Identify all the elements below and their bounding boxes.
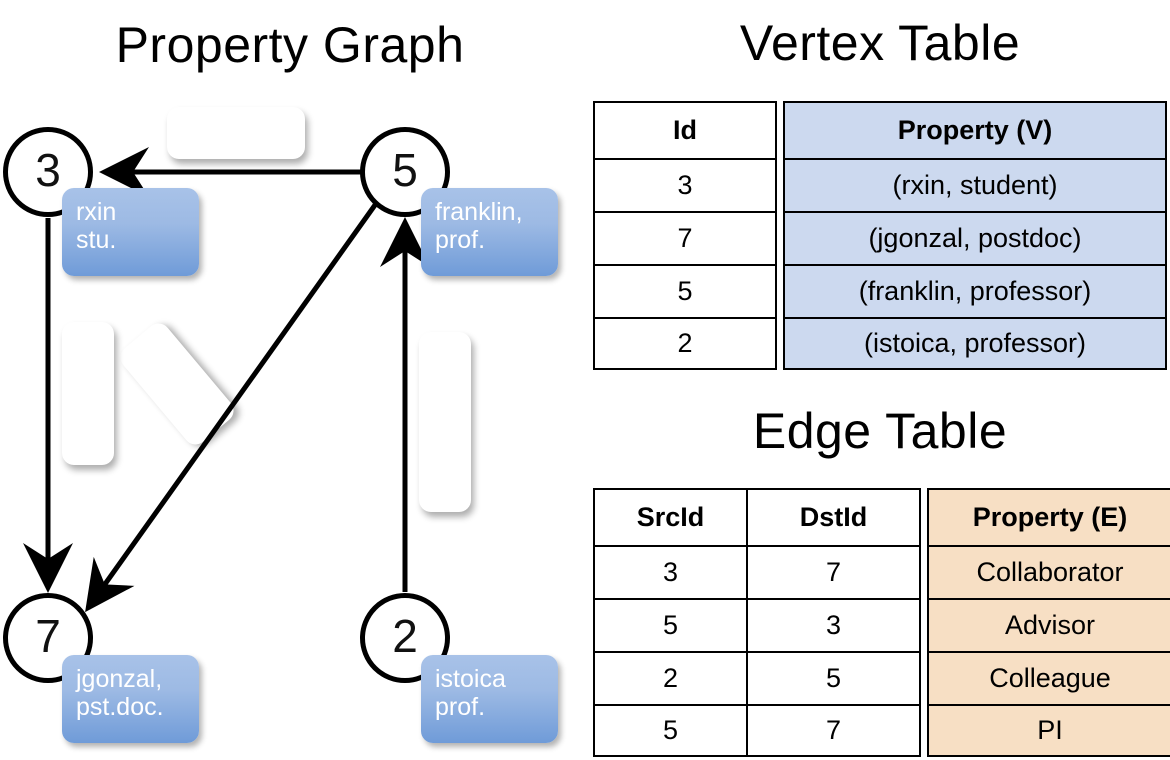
vertex-table-row-3-id: 2: [593, 317, 777, 370]
vertex-table-row-3-property: (istoica, professor): [783, 317, 1167, 370]
edge-table-header-property: Property (E): [927, 488, 1170, 545]
page-title-property-graph: Property Graph: [115, 17, 465, 73]
vertex-property-5-line2: prof.: [435, 226, 486, 254]
edge-table-row-0-dstid: 7: [746, 545, 921, 598]
vertex-property-box-7[interactable]: jgonzal, pst.doc.: [62, 655, 199, 743]
vertex-table-header-id: Id: [593, 101, 777, 158]
vertex-property-5-line1: franklin,: [435, 198, 523, 226]
edge-table-header-srcid: SrcId: [593, 488, 748, 545]
page-title-edge-table: Edge Table: [752, 403, 1008, 459]
vertex-property-2-line2: prof.: [435, 693, 486, 721]
edge-table-row-2-property: Colleague: [927, 651, 1170, 704]
edge-label-collab[interactable]: Collab.: [62, 322, 114, 465]
graph-node-7-label: 7: [35, 610, 61, 662]
vertex-table-row-0-property: (rxin, student): [783, 158, 1167, 211]
vertex-property-7-line2: pst.doc.: [76, 693, 164, 721]
vertex-table-row-1-id: 7: [593, 211, 777, 264]
edge-table-col-srcid: SrcId 3 5 2 5: [593, 488, 748, 757]
edge-table-row-1-dstid: 3: [746, 598, 921, 651]
edge-table-row-2-dstid: 5: [746, 651, 921, 704]
vertex-table-row-2-property: (franklin, professor): [783, 264, 1167, 317]
edge-table-row-3-property: PI: [927, 704, 1170, 757]
edge-table-row-0-srcid: 3: [593, 545, 748, 598]
graph-node-2-label: 2: [392, 610, 418, 662]
graph-node-2[interactable]: 2: [360, 593, 450, 683]
graph-edges-svg: [23, 147, 430, 613]
vertex-property-box-2[interactable]: istoica prof.: [421, 655, 558, 743]
edge-pi-5-to-7: [85, 203, 378, 613]
edge-table-row-1-property: Advisor: [927, 598, 1170, 651]
edge-table-col-property: Property (E) Collaborator Advisor Collea…: [927, 488, 1170, 757]
vertex-table-row-2-id: 5: [593, 264, 777, 317]
vertex-property-2-line1: istoica: [435, 665, 506, 693]
edge-table-col-dstid: DstId 7 3 5 7: [746, 488, 921, 757]
vertex-table-header-property: Property (V): [783, 101, 1167, 158]
vertex-table-row-1-property: (jgonzal, postdoc): [783, 211, 1167, 264]
edge-label-colleague[interactable]: Colleague: [419, 332, 471, 512]
edge-table-row-1-srcid: 5: [593, 598, 748, 651]
edge-table-row-2-srcid: 2: [593, 651, 748, 704]
vertex-property-3-line2: stu.: [76, 226, 117, 254]
edge-table-header-dstid: DstId: [746, 488, 921, 545]
vertex-property-7-line1: jgonzal,: [76, 665, 163, 693]
graph-node-5-label: 5: [392, 144, 418, 196]
property-graph-diagram: 3 5 7 2 rxin stu. franklin, prof. jgonza…: [0, 0, 580, 760]
vertex-property-3-line1: rxin: [76, 198, 117, 226]
edge-label-advisor[interactable]: Advisor: [167, 107, 305, 159]
vertex-property-box-3[interactable]: rxin stu.: [62, 188, 199, 276]
vertex-property-box-5[interactable]: franklin, prof.: [421, 188, 558, 276]
edge-table-row-3-srcid: 5: [593, 704, 748, 757]
vertex-table-row-0-id: 3: [593, 158, 777, 211]
edge-table-row-0-property: Collaborator: [927, 545, 1170, 598]
vertex-table: Id 3 7 5 2 Property (V) (rxin, student) …: [593, 101, 1167, 370]
vertex-table-col-id: Id 3 7 5 2: [593, 101, 777, 370]
vertex-table-col-property: Property (V) (rxin, student) (jgonzal, p…: [783, 101, 1167, 370]
graph-node-5[interactable]: 5: [360, 127, 450, 217]
edge-table: SrcId 3 5 2 5 DstId 7 3 5 7 Property (E)…: [593, 488, 1170, 757]
graph-node-3-label: 3: [35, 144, 61, 196]
page-title-vertex-table: Vertex Table: [739, 15, 1021, 71]
edge-table-row-3-dstid: 7: [746, 704, 921, 757]
